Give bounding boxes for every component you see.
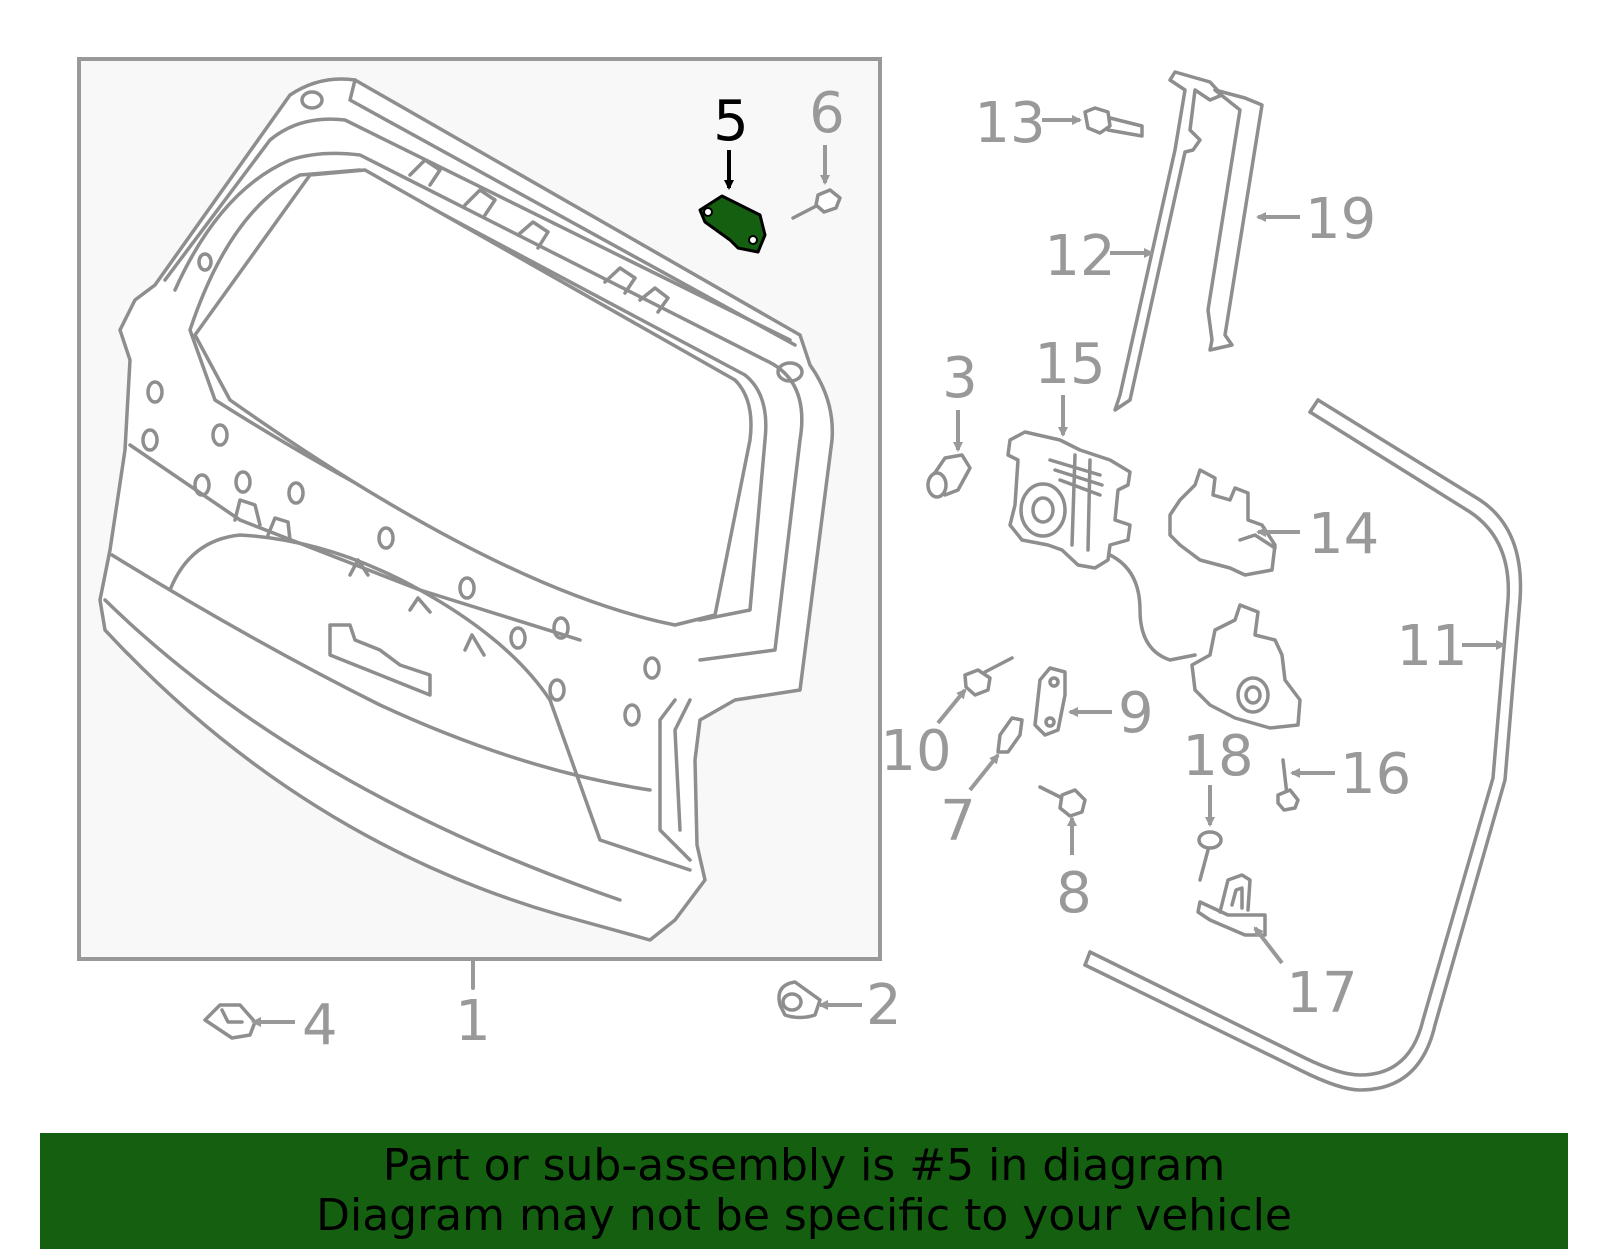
callout-11: 11 — [1396, 614, 1467, 679]
part-16-bolt — [1276, 758, 1300, 812]
part-10-bolt — [963, 656, 1014, 697]
callout-8: 8 — [1056, 861, 1092, 926]
callout-4: 4 — [302, 993, 338, 1058]
latch-body — [1190, 603, 1302, 730]
part-7-shim — [996, 716, 1024, 754]
tailgate-panel — [98, 77, 835, 942]
leader-10 — [936, 688, 967, 725]
part-13-bolt — [1083, 106, 1144, 138]
callout-5: 5 — [713, 89, 749, 154]
part-2-grommet — [777, 980, 822, 1020]
callout-6: 6 — [809, 81, 845, 146]
callout-2: 2 — [866, 973, 902, 1038]
part-4-clip — [203, 1003, 257, 1040]
callout-19: 19 — [1305, 187, 1376, 252]
part-11-weatherstrip — [1083, 398, 1523, 1092]
part-5-bracket — [698, 194, 767, 254]
info-banner: Part or sub-assembly is #5 in diagram Di… — [40, 1133, 1568, 1249]
part-8-bolt — [1038, 785, 1087, 818]
part-19-strut — [1206, 88, 1264, 352]
callout-17: 17 — [1286, 961, 1357, 1026]
part-17-striker — [1196, 873, 1267, 937]
callout-13: 13 — [974, 91, 1045, 156]
callout-3: 3 — [942, 346, 978, 411]
callout-12: 12 — [1044, 224, 1115, 289]
callout-18: 18 — [1182, 724, 1253, 789]
callout-16: 16 — [1340, 742, 1411, 807]
banner-line-2: Diagram may not be specific to your vehi… — [316, 1190, 1292, 1241]
callout-7: 7 — [940, 789, 976, 854]
leader-17 — [1253, 926, 1284, 965]
callout-9: 9 — [1118, 681, 1154, 746]
part-6-bolt — [791, 188, 842, 220]
part-18-screw — [1197, 830, 1223, 882]
part-3-grommet — [926, 453, 972, 499]
callout-10: 10 — [880, 719, 951, 784]
leader-7 — [968, 753, 1000, 792]
part-14-cover — [1168, 468, 1277, 577]
callout-15: 15 — [1034, 332, 1105, 397]
part-15-latch — [1006, 430, 1197, 662]
banner-line-1: Part or sub-assembly is #5 in diagram — [382, 1140, 1226, 1191]
callout-14: 14 — [1308, 502, 1379, 567]
callout-1: 1 — [455, 989, 491, 1054]
parts-diagram: 1 2 3 4 5 6 7 8 9 10 11 12 13 14 15 16 1… — [77, 57, 1523, 1092]
part-9-striker — [1033, 666, 1067, 737]
